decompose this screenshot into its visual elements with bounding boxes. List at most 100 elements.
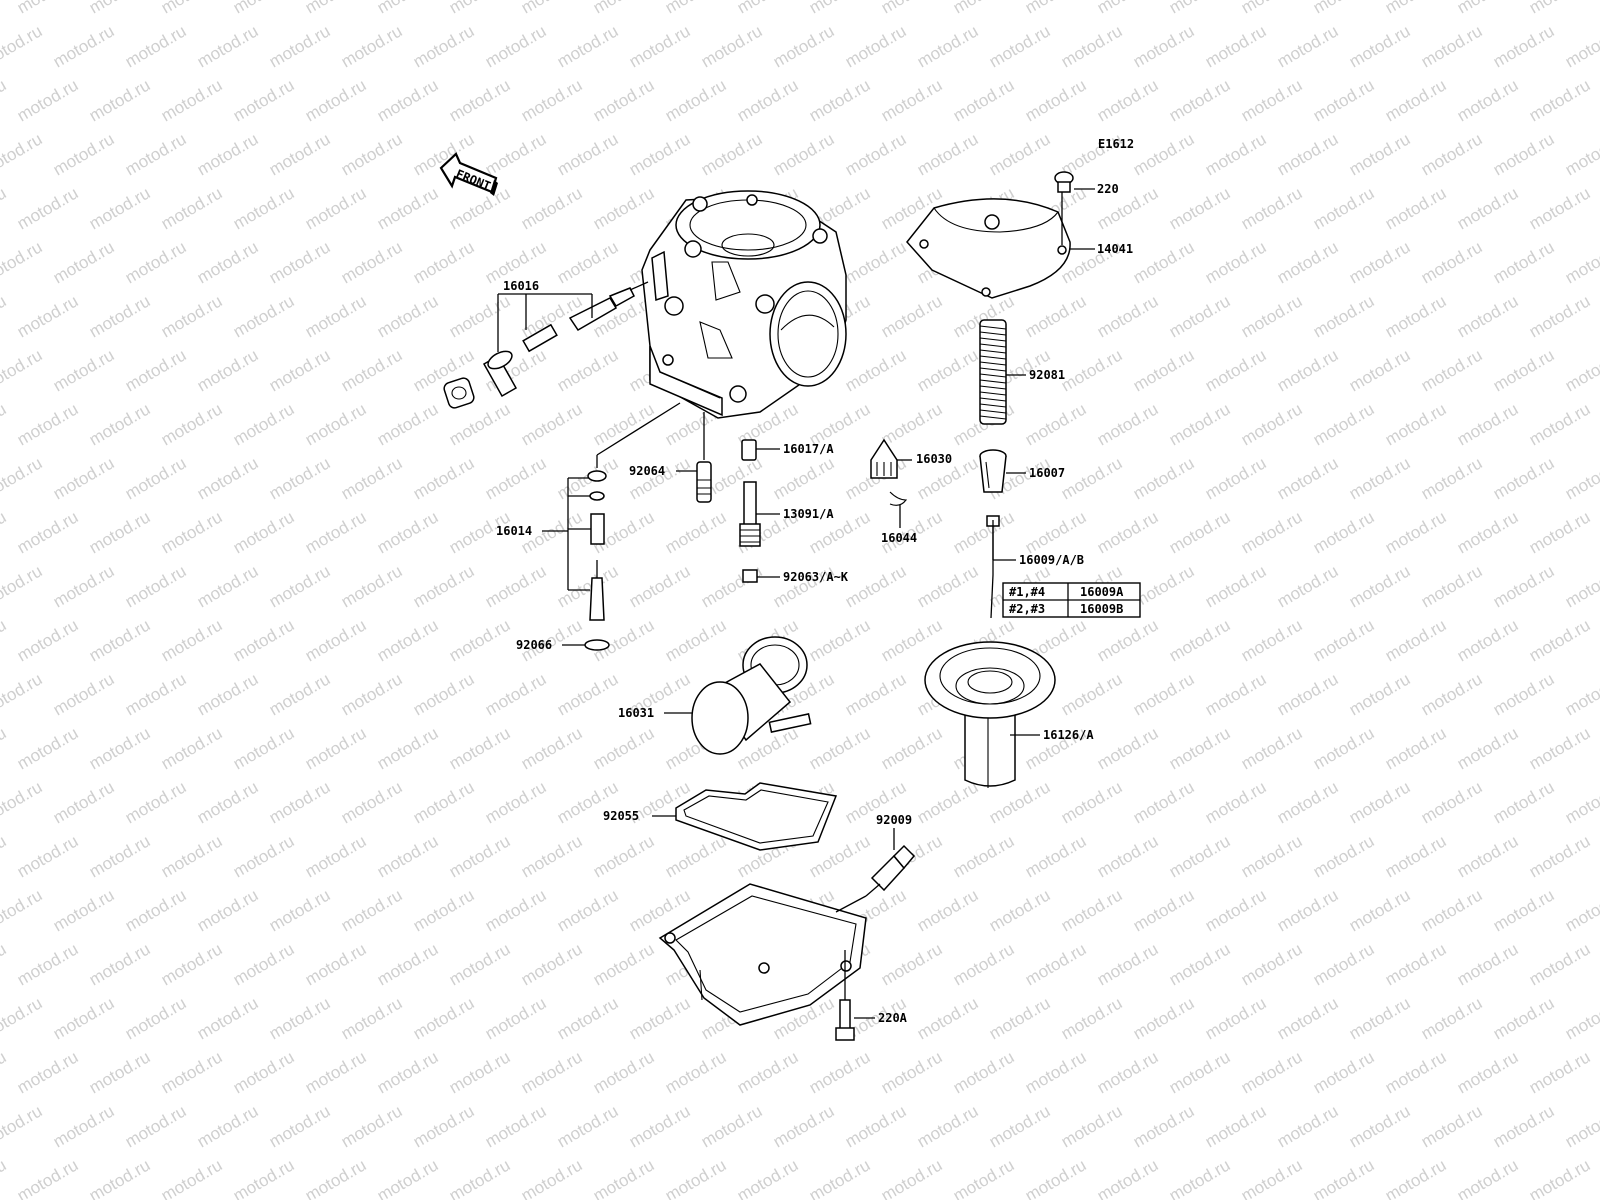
- watermark-text: motod.ru: [230, 1155, 298, 1200]
- watermark-text: motod.ru: [518, 939, 586, 989]
- watermark-text: motod.ru: [1418, 345, 1486, 395]
- watermark-text: motod.ru: [158, 507, 226, 557]
- watermark-text: motod.ru: [1202, 453, 1270, 503]
- spring-92081: [979, 319, 1007, 425]
- watermark-text: motod.ru: [662, 615, 730, 665]
- watermark-text: motod.ru: [14, 831, 82, 881]
- watermark-text: motod.ru: [194, 885, 262, 935]
- watermark-text: motod.ru: [0, 1047, 9, 1097]
- watermark-text: motod.ru: [1166, 75, 1234, 125]
- watermark-text: motod.ru: [302, 75, 370, 125]
- watermark-text: motod.ru: [554, 345, 622, 395]
- watermark-text: motod.ru: [0, 507, 9, 557]
- watermark-text: motod.ru: [1166, 1047, 1234, 1097]
- watermark-text: motod.ru: [0, 723, 9, 773]
- watermark-text: motod.ru: [806, 0, 874, 17]
- watermark-text: motod.ru: [1346, 21, 1414, 71]
- watermark-text: motod.ru: [302, 291, 370, 341]
- watermark-text: motod.ru: [410, 669, 478, 719]
- watermark-text: motod.ru: [1094, 399, 1162, 449]
- watermark-text: motod.ru: [1094, 75, 1162, 125]
- watermark-text: motod.ru: [0, 21, 45, 71]
- watermark-text: motod.ru: [50, 21, 118, 71]
- watermark-text: motod.ru: [662, 507, 730, 557]
- watermark-text: motod.ru: [302, 183, 370, 233]
- watermark-text: motod.ru: [626, 21, 694, 71]
- watermark-text: motod.ru: [0, 0, 9, 17]
- watermark-text: motod.ru: [1382, 507, 1450, 557]
- watermark-text: motod.ru: [986, 885, 1054, 935]
- watermark-text: motod.ru: [914, 1101, 982, 1151]
- watermark-text: motod.ru: [1202, 561, 1270, 611]
- watermark-text: motod.ru: [50, 777, 118, 827]
- watermark-text: motod.ru: [1526, 183, 1594, 233]
- watermark-text: motod.ru: [1310, 291, 1378, 341]
- watermark-text: motod.ru: [158, 831, 226, 881]
- callout-16007: 16007: [1029, 466, 1065, 480]
- watermark-text: motod.ru: [1454, 723, 1522, 773]
- watermark-text: motod.ru: [1454, 1047, 1522, 1097]
- watermark-text: motod.ru: [518, 831, 586, 881]
- watermark-text: motod.ru: [662, 831, 730, 881]
- callout-220: 220: [1097, 182, 1119, 196]
- watermark-text: motod.ru: [1058, 669, 1126, 719]
- watermark-text: motod.ru: [1382, 399, 1450, 449]
- watermark-text: motod.ru: [1166, 1155, 1234, 1200]
- watermark-text: motod.ru: [1562, 669, 1600, 719]
- watermark-text: motod.ru: [122, 345, 190, 395]
- watermark-text: motod.ru: [878, 1155, 946, 1200]
- watermark-text: motod.ru: [0, 831, 9, 881]
- watermark-text: motod.ru: [1526, 507, 1594, 557]
- watermark-text: motod.ru: [806, 723, 874, 773]
- drain-screw-92009: [865, 844, 916, 897]
- watermark-text: motod.ru: [1166, 507, 1234, 557]
- watermark-text: motod.ru: [446, 183, 514, 233]
- watermark-text: motod.ru: [86, 291, 154, 341]
- watermark-text: motod.ru: [1130, 885, 1198, 935]
- watermark-text: motod.ru: [1526, 399, 1594, 449]
- watermark-text: motod.ru: [1454, 615, 1522, 665]
- watermark-text: motod.ru: [1490, 453, 1558, 503]
- watermark-text: motod.ru: [194, 561, 262, 611]
- watermark-text: motod.ru: [1274, 21, 1342, 71]
- watermark-text: motod.ru: [230, 615, 298, 665]
- watermark-text: motod.ru: [86, 831, 154, 881]
- watermark-text: motod.ru: [446, 291, 514, 341]
- watermark-text: motod.ru: [590, 1155, 658, 1200]
- watermark-text: motod.ru: [1562, 777, 1600, 827]
- watermark-text: motod.ru: [518, 399, 586, 449]
- watermark-text: motod.ru: [50, 345, 118, 395]
- watermark-text: motod.ru: [914, 21, 982, 71]
- watermark-text: motod.ru: [1526, 723, 1594, 773]
- watermark-text: motod.ru: [1202, 345, 1270, 395]
- callout-16017: 16017/A: [783, 442, 834, 456]
- watermark-text: motod.ru: [158, 1155, 226, 1200]
- watermark-text: motod.ru: [914, 561, 982, 611]
- watermark-text: motod.ru: [662, 75, 730, 125]
- watermark-text: motod.ru: [770, 21, 838, 71]
- watermark-text: motod.ru: [338, 1101, 406, 1151]
- watermark-text: motod.ru: [1274, 777, 1342, 827]
- watermark-text: motod.ru: [878, 399, 946, 449]
- watermark-text: motod.ru: [698, 129, 766, 179]
- needle-table-part-1: 16009A: [1080, 585, 1124, 599]
- watermark-text: motod.ru: [374, 723, 442, 773]
- watermark-text: motod.ru: [0, 399, 9, 449]
- top-cover-14041: [906, 198, 1071, 299]
- watermark-text: motod.ru: [482, 993, 550, 1043]
- callout-92064: 92064: [629, 464, 665, 478]
- watermark-text: motod.ru: [122, 453, 190, 503]
- watermark-text: motod.ru: [1526, 939, 1594, 989]
- watermark-text: motod.ru: [1418, 669, 1486, 719]
- watermark-text: motod.ru: [230, 399, 298, 449]
- watermark-text: motod.ru: [878, 615, 946, 665]
- watermark-text: motod.ru: [1454, 1155, 1522, 1200]
- watermark-text: motod.ru: [1310, 1047, 1378, 1097]
- watermark-text: motod.ru: [986, 21, 1054, 71]
- watermark-text: motod.ru: [1202, 777, 1270, 827]
- watermark-text: motod.ru: [1130, 993, 1198, 1043]
- watermark-text: motod.ru: [554, 885, 622, 935]
- watermark-text: motod.ru: [410, 885, 478, 935]
- watermark-text: motod.ru: [158, 75, 226, 125]
